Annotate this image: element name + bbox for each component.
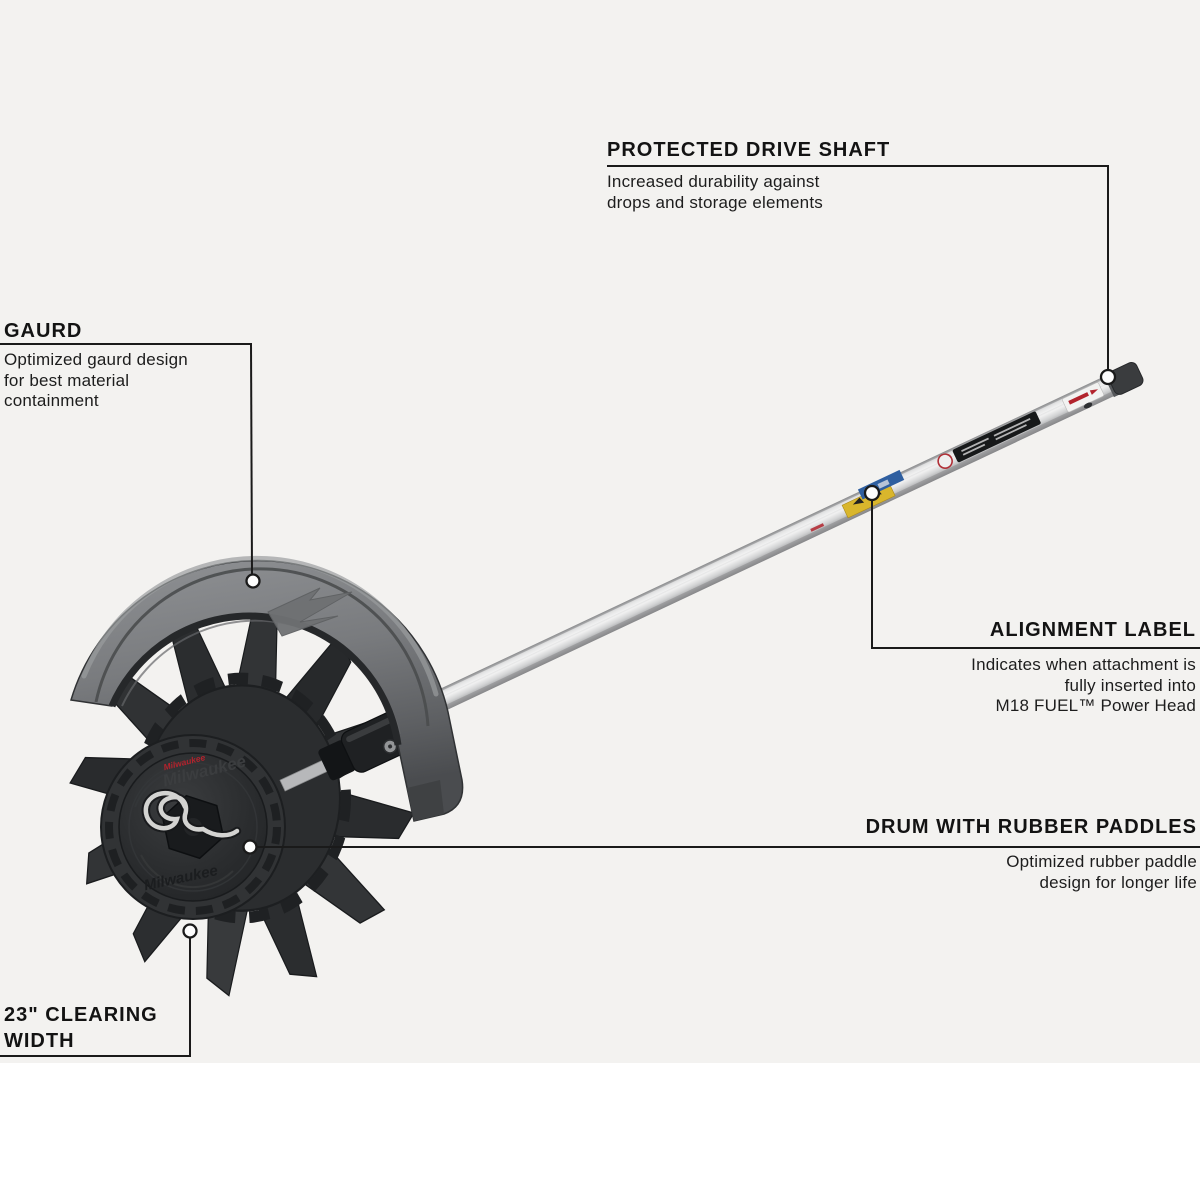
callout-line-clearing-width — [0, 938, 191, 1057]
callout-line-gaurd — [0, 342, 253, 575]
callout-lines — [0, 165, 1200, 1057]
marker-gaurd — [245, 573, 261, 589]
marker-protected-drive-shaft — [1099, 368, 1117, 386]
callout-desc-protected-drive-shaft: Increased durability against drops and s… — [607, 172, 823, 212]
marker-alignment-label — [863, 484, 881, 502]
guard-emboss-logo — [267, 587, 353, 637]
callout-title-alignment-label: ALIGNMENT LABEL — [989, 619, 1196, 641]
callout-title-drum-with-rubber-paddles: DRUM WITH RUBBER PADDLES — [865, 816, 1197, 838]
callout-markers — [182, 368, 1117, 939]
callout-title-gaurd: GAURD — [4, 320, 83, 342]
shaft-lock-hole — [1083, 402, 1093, 409]
brand-label-sticker — [1062, 382, 1105, 413]
marker-clearing-width — [182, 923, 198, 939]
callout-title-protected-drive-shaft: PROTECTED DRIVE SHAFT — [607, 139, 891, 161]
marker-drum — [242, 839, 258, 855]
callout-line-alignment-label — [871, 500, 1200, 649]
callout-desc-drum-with-rubber-paddles: Optimized rubber paddle design for longe… — [1006, 852, 1197, 892]
drive-shaft — [399, 362, 1144, 728]
guard — [70, 555, 464, 822]
callout-desc-gaurd: Optimized gaurd design for best material… — [4, 350, 188, 410]
drum-face: Milwaukee Milwaukee Milwaukee — [100, 734, 286, 920]
callout-line-protected-drive-shaft — [607, 165, 1109, 370]
cotter-pin — [141, 788, 242, 840]
callout-title-clearing-width: 23" CLEARING WIDTH — [4, 1004, 158, 1052]
callout-desc-alignment-label: Indicates when attachment is fully inser… — [971, 655, 1196, 715]
